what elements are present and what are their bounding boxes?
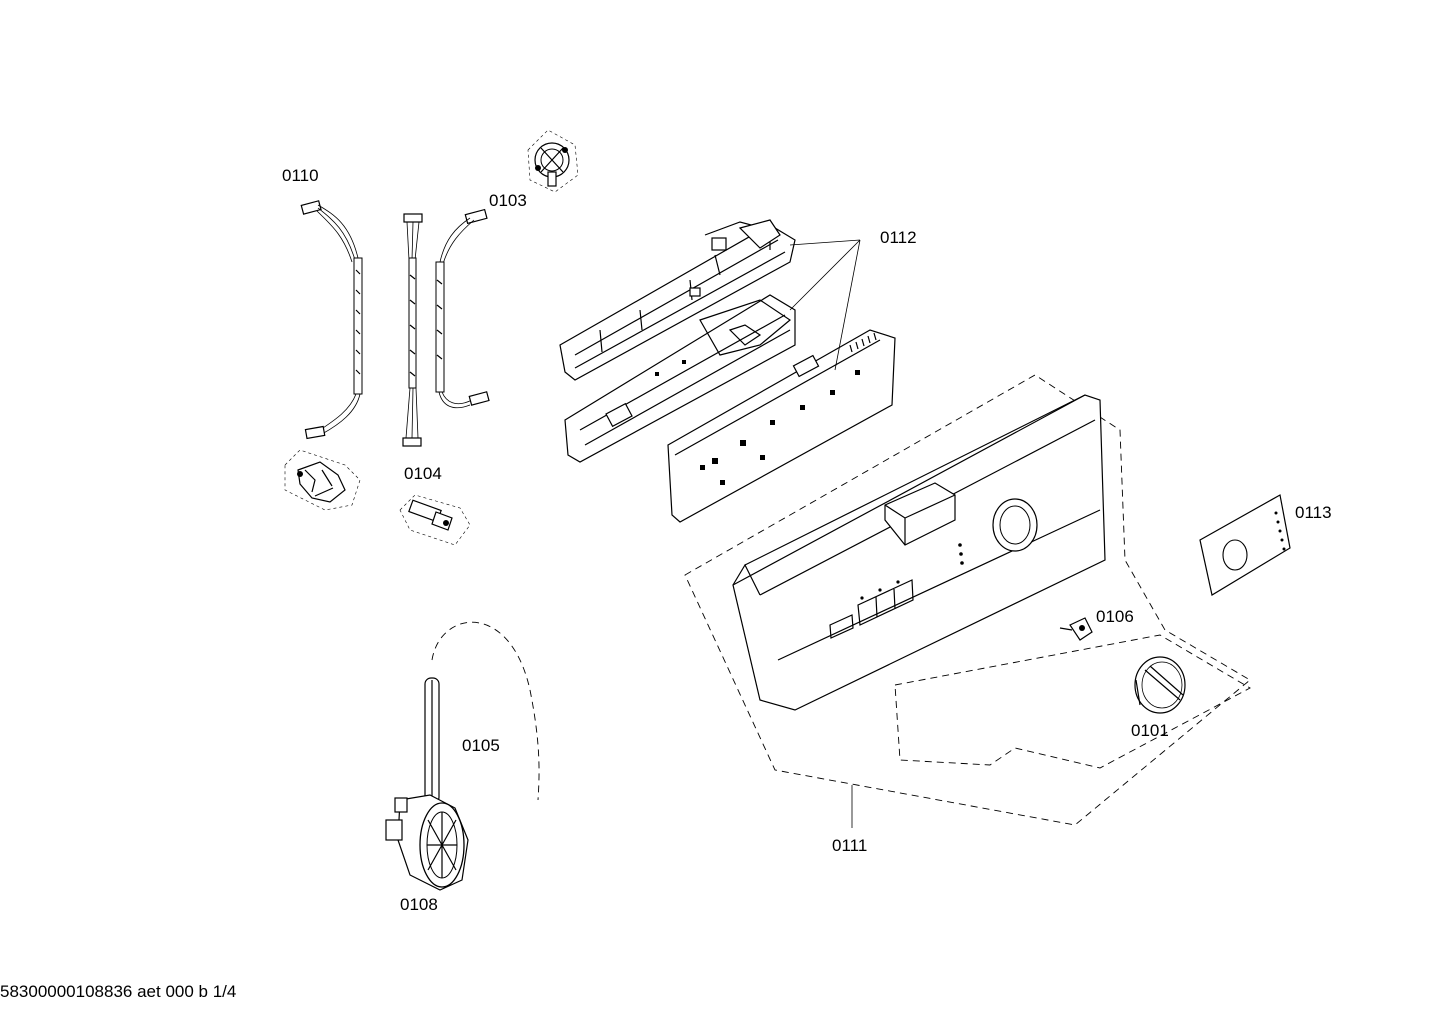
control-panel-0111[interactable] [684, 374, 1251, 828]
hose-0105[interactable] [424, 621, 540, 804]
spindle-0106[interactable] [1059, 617, 1093, 641]
label-0101: 0101 [1131, 721, 1169, 740]
drawing-reference-footer: 58300000108836 aet 000 b 1/4 [0, 982, 237, 1001]
label-0108: 0108 [400, 895, 438, 914]
overlay-plate-0113[interactable] [1199, 494, 1291, 596]
label-0111: 0111 [832, 836, 868, 855]
wiring-harness-right[interactable] [435, 208, 490, 409]
pump-0108[interactable] [385, 794, 469, 891]
label-0103: 0103 [489, 191, 527, 210]
wiring-harness-0104[interactable] [402, 213, 423, 447]
label-0106: 0106 [1096, 607, 1134, 626]
wiring-harness-0110[interactable] [284, 200, 363, 511]
knob-0101[interactable] [894, 634, 1251, 769]
label-0113: 0113 [1295, 503, 1332, 522]
label-0110: 0110 [282, 166, 319, 185]
pressure-switch-0103[interactable] [527, 129, 579, 193]
label-0104: 0104 [404, 464, 442, 483]
label-0105: 0105 [462, 736, 500, 755]
label-0112: 0112 [880, 228, 917, 247]
sensor-0104[interactable] [399, 494, 471, 546]
electronic-module-0112[interactable] [559, 219, 896, 523]
